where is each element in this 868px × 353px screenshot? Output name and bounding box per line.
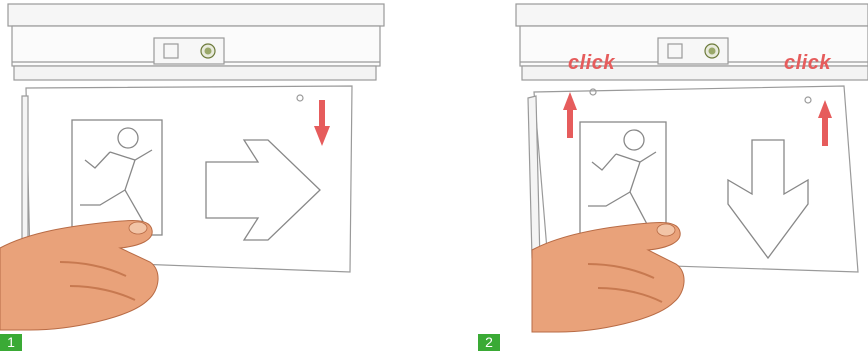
step-1-illustration (0, 3, 385, 331)
red-motion-arrow-icon (563, 92, 832, 146)
hand-illustration (0, 219, 159, 331)
housing (515, 3, 868, 81)
direction-arrow-icon (205, 139, 321, 241)
housing (7, 3, 385, 81)
click-label-left: click (568, 52, 615, 74)
click-label-right: click (784, 52, 831, 74)
sign-plate (527, 85, 859, 273)
step-1-panel: 1 (0, 0, 420, 353)
step-2-panel: click click 2 (448, 0, 868, 353)
step-number-badge: 1 (0, 334, 22, 351)
step-2-illustration (515, 3, 868, 333)
red-motion-arrow-icon (314, 100, 330, 146)
step-number-badge: 2 (478, 334, 500, 351)
hand-illustration (531, 221, 685, 333)
direction-arrow-icon (727, 139, 809, 260)
